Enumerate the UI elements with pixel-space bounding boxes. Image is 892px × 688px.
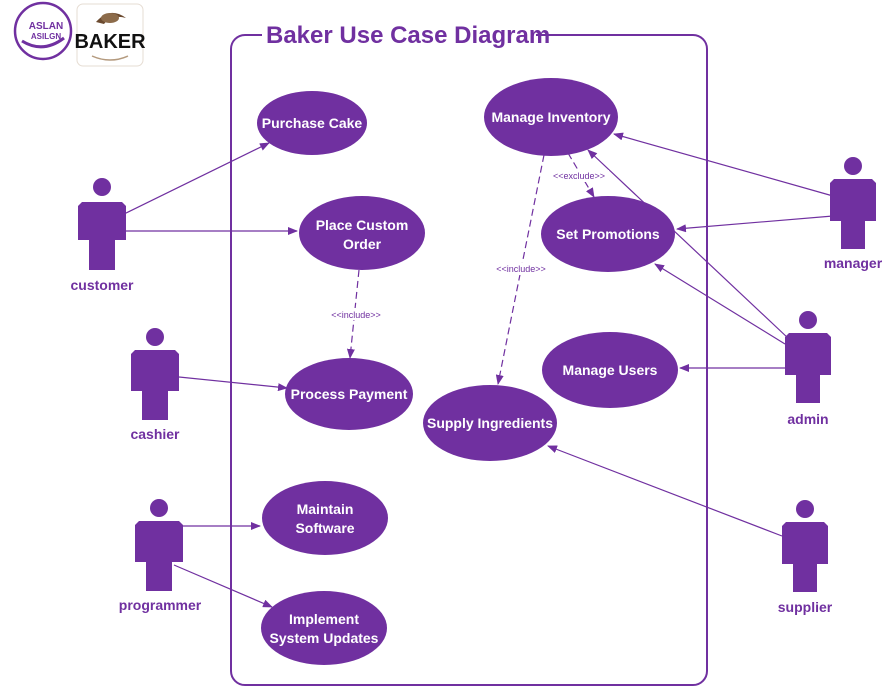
use-case-place-custom-order[interactable]: Place Custom Order	[299, 196, 425, 270]
use-case-maintain-software-label-2: Software	[295, 520, 354, 536]
use-case-implement-system-updates-label-2: System Updates	[270, 630, 379, 646]
use-case-supply-ingredients-label: Supply Ingredients	[427, 415, 553, 431]
actor-head	[146, 328, 164, 346]
actor-head	[150, 499, 168, 517]
actor-head	[844, 157, 862, 175]
actor-body	[135, 521, 183, 591]
actor-head	[93, 178, 111, 196]
aslan-logo-line1: ASLAN	[29, 21, 63, 32]
use-case-manage-inventory-label: Manage Inventory	[491, 109, 610, 125]
actor-cashier-label: cashier	[130, 426, 180, 442]
use-case-implement-system-updates-label-1: Implement	[289, 611, 359, 627]
actor-programmer-label: programmer	[119, 597, 202, 613]
actor-programmer[interactable]	[135, 499, 183, 591]
assoc-manager-set-promotions	[676, 215, 834, 233]
actor-head	[796, 500, 814, 518]
use-case-process-payment[interactable]: Process Payment	[285, 358, 413, 430]
use-case-manage-inventory[interactable]: Manage Inventory	[484, 78, 618, 156]
use-case-purchase-cake-label: Purchase Cake	[262, 115, 363, 131]
actor-body	[78, 202, 126, 270]
actor-body	[782, 522, 828, 592]
actor-customer[interactable]	[78, 178, 126, 270]
actor-customer-label: customer	[70, 277, 134, 293]
use-case-set-promotions[interactable]: Set Promotions	[541, 196, 675, 272]
actor-supplier[interactable]	[782, 500, 828, 592]
use-case-maintain-software[interactable]: Maintain Software	[262, 481, 388, 555]
use-case-process-payment-label: Process Payment	[291, 386, 408, 402]
actor-admin[interactable]	[785, 311, 831, 403]
assoc-admin-manage-inventory	[587, 149, 790, 340]
use-case-implement-system-updates[interactable]: Implement System Updates	[261, 591, 387, 665]
use-case-place-custom-order-label-1: Place Custom	[316, 217, 409, 233]
actor-supplier-label: supplier	[778, 599, 833, 615]
actor-body	[131, 350, 179, 420]
use-case-place-custom-order-label-2: Order	[343, 236, 382, 252]
use-case-manage-users[interactable]: Manage Users	[542, 332, 678, 408]
assoc-customer-purchase-cake	[123, 142, 270, 215]
aslan-logo: ASLAN ASILGN	[13, 1, 73, 61]
actor-admin-label: admin	[787, 411, 828, 427]
use-case-set-promotions-label: Set Promotions	[556, 226, 660, 242]
use-case-maintain-software-label-1: Maintain	[297, 501, 354, 517]
aslan-logo-line2: ASILGN	[31, 32, 61, 41]
use-case-supply-ingredients[interactable]: Supply Ingredients	[423, 385, 557, 461]
actor-head	[799, 311, 817, 329]
baker-logo: BAKER	[74, 3, 146, 67]
use-case-manage-users-label: Manage Users	[563, 362, 658, 378]
diagram-title: Baker Use Case Diagram	[266, 22, 550, 49]
baker-logo-text: BAKER	[74, 31, 146, 53]
actor-manager-label: manager	[824, 255, 883, 271]
actor-manager[interactable]	[830, 157, 876, 249]
assoc-manager-manage-inventory	[613, 132, 834, 197]
include-label-inventory-supply: <<include>>	[496, 264, 546, 274]
include-label-order-payment: <<include>>	[331, 310, 381, 320]
assoc-cashier-process-payment	[178, 376, 288, 392]
use-case-purchase-cake[interactable]: Purchase Cake	[257, 91, 367, 155]
assoc-admin-set-promotions	[654, 263, 786, 345]
associations	[123, 132, 834, 608]
assoc-programmer-implement-updates	[173, 564, 273, 608]
actor-body	[785, 333, 831, 403]
assoc-supplier-supply-ingredients	[547, 445, 783, 537]
exclude-label-inventory-promotions: <<exclude>>	[553, 171, 605, 181]
actor-cashier[interactable]	[131, 328, 179, 420]
actor-body	[830, 179, 876, 249]
